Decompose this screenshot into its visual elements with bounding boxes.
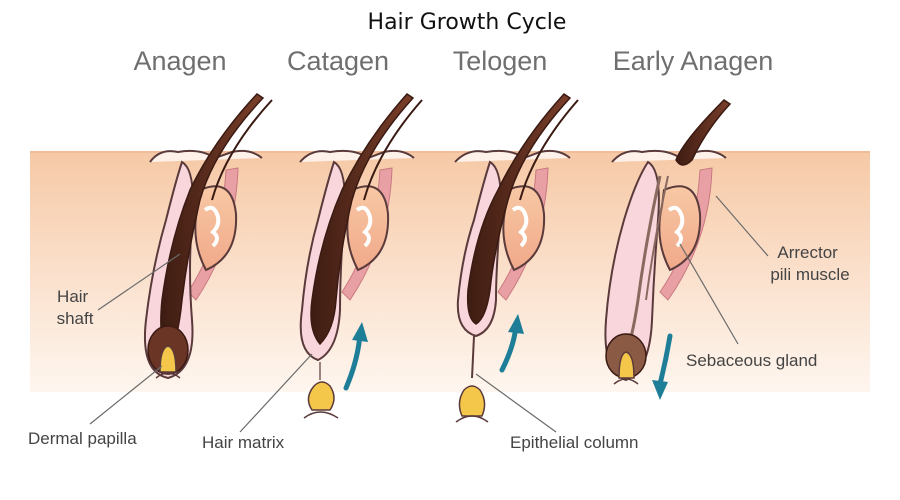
label-sebaceous-gland: Sebaceous gland bbox=[686, 351, 817, 370]
arrow-down-icon bbox=[657, 333, 673, 387]
label-dermal-papilla: Dermal papilla bbox=[28, 429, 137, 448]
follicle-anagen bbox=[144, 93, 273, 380]
leader-epithelial-column bbox=[475, 373, 557, 433]
stage-label-catagen: Catagen bbox=[287, 46, 389, 76]
leader-arrector-pili bbox=[715, 195, 769, 257]
leader-hair-shaft bbox=[97, 253, 181, 311]
dermal-papilla-anagen bbox=[159, 345, 177, 373]
follicle-catagen bbox=[299, 93, 423, 419]
label-hair-shaft: Hair shaft bbox=[57, 287, 94, 328]
label-hair-matrix: Hair matrix bbox=[202, 433, 285, 452]
leader-hair-matrix bbox=[239, 353, 313, 433]
stage-label-early-anagen: Early Anagen bbox=[613, 46, 774, 76]
stage-label-anagen: Anagen bbox=[133, 46, 226, 76]
label-arrector-pili: Arrector pili muscle bbox=[770, 243, 849, 284]
label-epithelial-column: Epithelial column bbox=[510, 433, 639, 452]
stage-label-telogen: Telogen bbox=[453, 46, 548, 76]
diagram-title: Hair Growth Cycle bbox=[368, 10, 567, 35]
leader-dermal-papilla bbox=[89, 365, 163, 425]
leader-sebaceous-gland bbox=[679, 243, 739, 345]
dermal-papilla-early-anagen bbox=[618, 351, 635, 379]
dermal-papilla-catagen bbox=[307, 381, 335, 411]
follicle-telogen bbox=[454, 93, 579, 423]
follicle-early-anagen bbox=[604, 99, 732, 400]
dermal-papilla-telogen bbox=[458, 385, 486, 417]
